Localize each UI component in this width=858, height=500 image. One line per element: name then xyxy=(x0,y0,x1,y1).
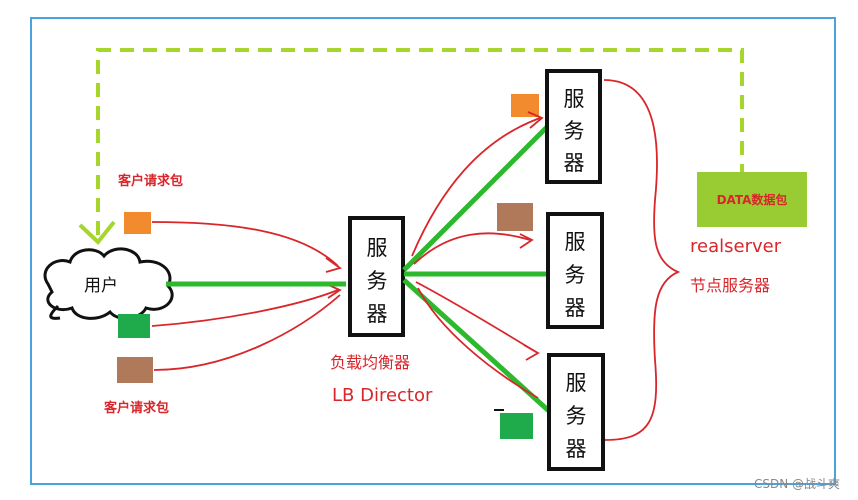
packet-brown-left xyxy=(117,357,153,383)
server2-text-3: 器 xyxy=(564,296,586,320)
user-cloud-tail xyxy=(49,304,61,320)
server2-text-1: 服 xyxy=(564,230,586,254)
lb-label-cn: 负载均衡器 xyxy=(330,353,411,372)
lb-server-text-1: 服 xyxy=(366,236,388,260)
packet-green-right xyxy=(500,413,533,439)
server-box-2 xyxy=(546,212,604,329)
server-box-1 xyxy=(545,69,602,184)
lb-server-text-2: 务 xyxy=(366,269,388,293)
packet-orange-left xyxy=(124,212,151,234)
lb-server-box xyxy=(348,216,405,337)
realserver-label: realserver xyxy=(690,236,782,257)
return-path-arrowhead xyxy=(78,220,116,245)
servers-curly-brace xyxy=(603,79,681,441)
packet-orange-right xyxy=(511,94,539,117)
return-path-dashed-line xyxy=(96,48,744,236)
lb-label-en: LB Director xyxy=(332,385,433,406)
packet-green-left xyxy=(118,314,150,338)
user-label: 用户 xyxy=(84,276,118,296)
client-packet-label-bottom: 客户请求包 xyxy=(104,401,170,416)
server-box-3 xyxy=(547,353,605,471)
server1-text-3: 器 xyxy=(563,151,585,175)
request-arrows-in xyxy=(151,221,343,371)
server2-text-2: 务 xyxy=(564,263,586,287)
node-servers-label: 节点服务器 xyxy=(690,276,771,295)
server3-text-3: 器 xyxy=(565,437,587,461)
server3-text-1: 服 xyxy=(565,371,587,395)
diagram-border xyxy=(30,17,836,485)
server3-text-2: 务 xyxy=(565,404,587,428)
packet-brown-right xyxy=(497,203,533,231)
lb-server-text-3: 器 xyxy=(366,302,388,326)
server1-text-1: 服 xyxy=(563,87,585,111)
links-lb-to-servers xyxy=(402,124,552,414)
data-packet-box: DATA数据包 xyxy=(697,172,807,227)
request-arrows-out xyxy=(411,111,544,399)
client-packet-label-top: 客户请求包 xyxy=(118,174,184,189)
server1-text-2: 务 xyxy=(563,119,585,143)
watermark: CSDN @战斗爽 xyxy=(753,477,840,491)
